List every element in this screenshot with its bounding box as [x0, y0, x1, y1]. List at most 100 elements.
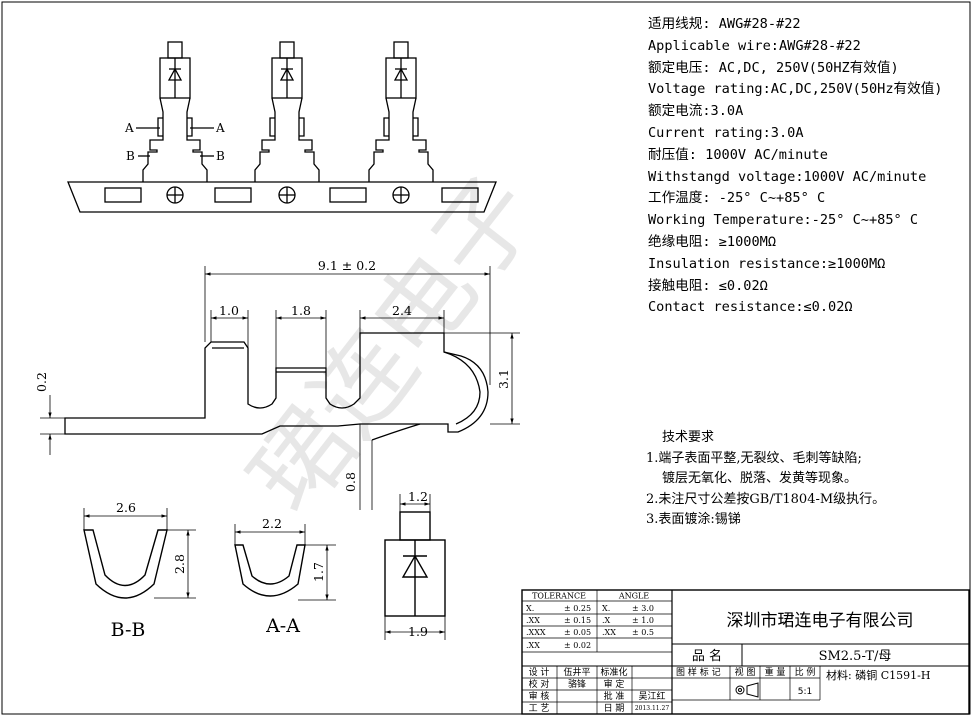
tech-title: 技术要求 [662, 430, 715, 445]
part-name-label: 品 名 [692, 648, 722, 664]
specifications-list: 适用线规: AWG#28-#22 Applicable wire:AWG#28-… [648, 14, 943, 319]
tol-cell: ± 0.02 [564, 641, 591, 650]
dim-1-9: 1.9 [408, 624, 428, 639]
spec-line: 工作温度: -25° C~+85° C [648, 190, 826, 207]
dim-2-8: 2.8 [172, 554, 187, 574]
view-label: 视 图 [735, 666, 756, 678]
spec-line: 接触电阻: ≤0.02Ω [648, 277, 768, 294]
spec-line: 适用线规: AWG#28-#22 [648, 16, 801, 32]
title-block [521, 589, 970, 715]
scale-value: 5:1 [798, 687, 812, 697]
angle-header: ANGLE [618, 592, 649, 601]
tol-cell: ± 0.05 [564, 628, 591, 637]
dim-0-8: 0.8 [343, 472, 358, 492]
approver-name: 吴江红 [638, 690, 665, 702]
tol-cell: ± 0.5 [632, 628, 654, 637]
dim-total-length: 9.1 ± 0.2 [318, 258, 376, 273]
date-label: 日 期 [604, 703, 625, 714]
strip-slot [104, 187, 142, 203]
dim-1-7: 1.7 [311, 562, 326, 582]
spec-line: Insulation resistance:≥1000MΩ [648, 255, 886, 272]
company-name: 深圳市珺连电子有限公司 [727, 611, 914, 631]
terminal-front-view [384, 494, 446, 640]
section-label-a: A [215, 121, 225, 135]
part-number: SM2.5-T/母 [819, 649, 892, 664]
tol-cell: .XXX [526, 628, 546, 637]
spec-line: Contact resistance:≤0.02Ω [648, 299, 853, 316]
tech-line: 镀层无氧化、脱落、发黄等现象。 [662, 471, 858, 486]
design-label: 设 计 [529, 666, 550, 678]
dim-3-1: 3.1 [496, 369, 511, 389]
section-b-b [83, 508, 196, 599]
projection-symbol-icon [735, 682, 759, 698]
approve-label: 批 准 [604, 690, 625, 702]
tech-line: 1.端子表面平整,无裂纹、毛刺等缺陷; [646, 450, 862, 466]
weight-label: 重 量 [765, 666, 786, 678]
terminal-strip-top-view [67, 41, 497, 213]
scale-label: 比 例 [795, 666, 816, 678]
checker-name: 骆锋 [568, 678, 586, 690]
section-a-a [234, 524, 336, 601]
terminal [254, 41, 320, 182]
dim-1-8: 1.8 [291, 303, 311, 318]
designer-name: 伍井平 [563, 666, 590, 678]
review-label: 审 定 [604, 678, 625, 690]
technical-requirements: 技术要求 1.端子表面平整,无裂纹、毛刺等缺陷; 镀层无氧化、脱落、发黄等现象。… [646, 428, 885, 531]
carrier-strip [67, 181, 497, 213]
spec-line: 绝缘电阻: ≥1000MΩ [648, 233, 777, 250]
dim-0-2: 0.2 [34, 372, 49, 392]
tol-cell: .XX [526, 616, 540, 625]
contact-tail [371, 423, 421, 441]
tol-cell: .XX [526, 641, 540, 650]
tol-cell: ± 0.25 [564, 604, 591, 613]
drawing-mark-label: 图 样 标 记 [676, 666, 721, 678]
dim-2-6: 2.6 [116, 500, 136, 515]
tol-cell: X. [526, 604, 534, 613]
tol-cell: ± 3.0 [632, 604, 654, 613]
process-label: 工 艺 [529, 703, 550, 714]
dim-2-2: 2.2 [262, 516, 282, 531]
tolerance-header: TOLERANCE [532, 592, 586, 601]
strip-slot [214, 187, 252, 203]
spec-line: Applicable wire:AWG#28-#22 [648, 37, 861, 54]
spring-contact [443, 351, 481, 425]
pilot-hole [278, 186, 296, 204]
spec-line: 额定电压: AC,DC, 250V(50HZ有效值) [648, 59, 899, 76]
strip-slot [329, 187, 367, 203]
tol-cell: .X [602, 616, 611, 625]
section-label-a: A [124, 121, 134, 135]
terminal-profile [64, 332, 489, 435]
terminal [142, 41, 208, 182]
spec-line: Current rating:3.0A [648, 124, 804, 141]
material-spec: 材料: 磷铜 C1591-H [826, 668, 930, 682]
spec-line: 额定电流:3.0A [648, 103, 744, 120]
dimensions-side [40, 266, 520, 510]
tol-cell: X. [602, 604, 610, 613]
tol-cell: ± 1.0 [632, 616, 654, 625]
spec-line: 耐压值: 1000V AC/minute [648, 146, 828, 163]
section-label-b: B [126, 149, 135, 163]
dim-1-2: 1.2 [408, 489, 428, 504]
section-label-b: B [216, 149, 225, 163]
terminal [368, 41, 434, 182]
spec-line: Withstangd voltage:1000V AC/minute [648, 168, 927, 185]
spec-line: Voltage rating:AC,DC,250V(50Hz有效值) [648, 81, 943, 98]
audit-label: 审 核 [529, 690, 550, 702]
spec-line: Working Temperature:-25° C~+85° C [648, 212, 919, 229]
dim-1-0: 1.0 [219, 303, 239, 318]
tol-cell: .XX [602, 628, 616, 637]
standard-label: 标准化 [600, 666, 627, 678]
pilot-hole [166, 186, 184, 204]
date-value: 2013.11.27 [635, 705, 670, 712]
check-label: 校 对 [529, 678, 550, 690]
tech-line: 3.表面镀涂:锡锑 [646, 512, 741, 527]
tol-cell: ± 0.15 [564, 616, 591, 625]
dim-2-4: 2.4 [392, 303, 412, 318]
tech-line: 2.未注尺寸公差按GB/T1804-M级执行。 [646, 491, 886, 507]
pilot-hole [392, 186, 410, 204]
terminal-side-view [64, 332, 489, 441]
section-title-a-a: A-A [265, 615, 300, 637]
strip-slot [441, 187, 479, 203]
